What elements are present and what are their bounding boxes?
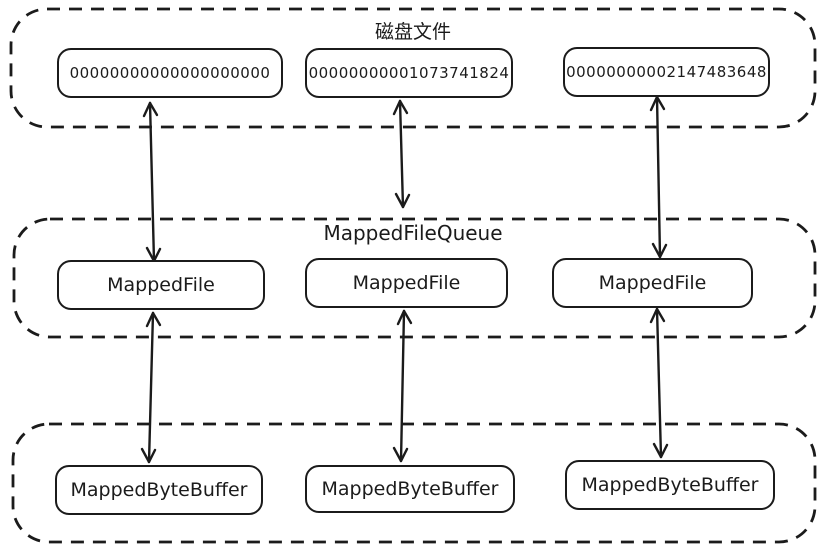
mapped-byte-buffer-box-1: MappedByteBuffer — [55, 465, 263, 515]
disk-group-border — [9, 7, 817, 129]
buffer-group-border — [11, 422, 817, 544]
mapped-file-box-1: MappedFile — [57, 260, 265, 310]
mapped-file-label: MappedFile — [107, 274, 215, 296]
mapped-file-label: MappedFile — [598, 272, 707, 294]
mapped-file-box-3: MappedFile — [552, 258, 753, 308]
arrow-disk1-mappedfile1 — [142, 101, 162, 263]
arrow-disk3-mappedfile3 — [649, 95, 668, 259]
mapped-byte-buffer-label: MappedByteBuffer — [581, 474, 759, 496]
arrow-mappedfile2-buffer2 — [392, 309, 413, 463]
arrow-disk2-queue — [392, 99, 411, 209]
arrow-mappedfile1-buffer1 — [140, 311, 162, 464]
disk-file-box-1: 00000000000000000000 — [57, 48, 283, 98]
disk-group-label: 磁盘文件 — [374, 21, 451, 43]
mapped-byte-buffer-box-2: MappedByteBuffer — [305, 465, 515, 513]
queue-group-border — [12, 217, 817, 339]
disk-file-name: 00000000001073741824 — [308, 64, 510, 82]
disk-file-name: 00000000000000000000 — [69, 64, 271, 82]
mapped-file-box-2: MappedFile — [305, 258, 508, 308]
mapped-byte-buffer-label: MappedByteBuffer — [321, 478, 499, 500]
queue-group-label: MappedFileQueue — [323, 221, 503, 245]
disk-file-name: 00000000002147483648 — [566, 63, 767, 81]
mapped-byte-buffer-box-3: MappedByteBuffer — [565, 460, 775, 510]
arrow-mappedfile3-buffer3 — [649, 307, 669, 459]
mapped-byte-buffer-label: MappedByteBuffer — [70, 479, 248, 501]
disk-file-box-2: 00000000001073741824 — [305, 48, 513, 98]
mapped-file-label: MappedFile — [352, 272, 461, 294]
disk-file-box-3: 00000000002147483648 — [563, 47, 770, 97]
